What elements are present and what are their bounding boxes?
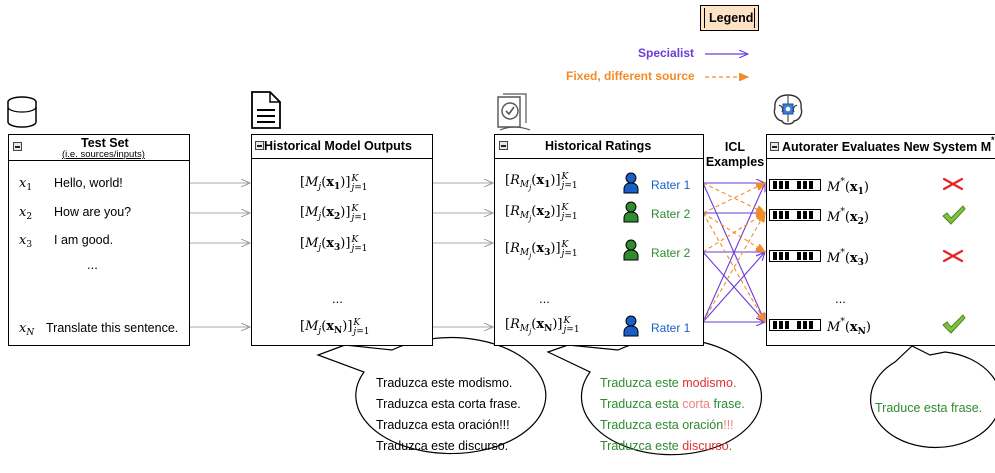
rater-1-person-icon: [623, 315, 639, 337]
cross-icon: [942, 177, 964, 191]
autorater-output-2: M*(x2): [827, 207, 869, 227]
legend-fixed-label: Fixed, different source: [566, 69, 695, 83]
chip-icon: [769, 179, 821, 191]
autorater-output-1: M*(x1): [827, 177, 869, 197]
report-check-icon: [497, 93, 531, 131]
legend-specialist-label: Specialist: [638, 46, 695, 60]
test-set-title: Test Set: [81, 136, 129, 150]
bubble-line: Traduzca este discurso.: [600, 439, 733, 453]
bubble-line: Traduzca este modismo.: [600, 376, 737, 390]
rater-label-3: Rater 2: [651, 246, 691, 260]
autorater-row-1: M*(x1): [769, 176, 889, 197]
outputs-ellipsis: ...: [332, 291, 343, 306]
autorater-row-3: M*(x3): [769, 247, 889, 268]
test-set-ellipsis: ...: [87, 257, 98, 272]
legend-box: Legend: [700, 5, 759, 31]
rater-label-1: Rater 1: [651, 178, 691, 192]
document-icon: [251, 91, 281, 129]
bubble-line: Traduzca esta corta frase.: [376, 397, 521, 411]
test-input-text-1: Hello, world!: [54, 176, 123, 190]
collapse-icon[interactable]: [499, 141, 508, 150]
rater-2-person-icon: [623, 239, 639, 261]
chip-icon: [769, 250, 821, 262]
historical-outputs-title: Historical Model Outputs: [264, 139, 412, 153]
bubble-line: Traduzca este discurso.: [376, 439, 509, 453]
autorater-panel: Autorater Evaluates New System M * M*(x1…: [766, 134, 995, 346]
test-set-panel: Test Set (i.e. sources/inputs) x1 Hello,…: [8, 134, 190, 346]
fixed-source-icl-arrows: [702, 183, 765, 322]
test-input-text-N: Translate this sentence.: [46, 321, 179, 335]
test-set-subtitle: (i.e. sources/inputs): [62, 149, 145, 160]
collapse-icon[interactable]: [770, 142, 779, 151]
rater-label-2: Rater 2: [651, 207, 691, 221]
historical-ratings-title: Historical Ratings: [545, 139, 652, 153]
rater-1-person-icon: [623, 172, 639, 194]
autorater-title-star: *: [991, 135, 995, 145]
collapse-icon[interactable]: [255, 141, 264, 150]
autorater-speech-bubble: [870, 345, 995, 449]
autorater-ellipsis: ...: [835, 291, 846, 306]
test-input-var-1: x1: [19, 176, 33, 193]
bubble-line: Traduzca esta oración!!!: [376, 418, 510, 432]
test-input-text-2: How are you?: [54, 205, 132, 219]
icl-examples-label: ICL Examples: [705, 140, 765, 169]
bubble-line: Traduzca esta oración!!!: [600, 418, 734, 432]
collapse-icon[interactable]: [13, 142, 22, 151]
outputs-to-ratings-arrows: [433, 183, 493, 327]
bubble-line: Traduzca esta corta frase.: [600, 397, 745, 411]
chip-icon: [769, 209, 821, 221]
outputs-speech-bubble: [316, 336, 547, 455]
ratings-bubble-text: Traduzca este modismo. Traduzca esta cor…: [600, 373, 745, 457]
database-icon: [7, 96, 37, 128]
autorater-row-N: M*(xN): [769, 316, 889, 337]
cross-icon: [942, 249, 964, 263]
testset-to-outputs-arrows: [190, 183, 250, 327]
autorater-bubble-text: Traduce esta frase.: [875, 401, 983, 415]
outputs-bubble-text: Traduzca este modismo. Traduzca esta cor…: [376, 373, 521, 457]
autorater-output-N: M*(xN): [827, 317, 871, 337]
legend-title: Legend: [709, 11, 754, 25]
test-input-var-3: x3: [19, 233, 33, 250]
rater-2-person-icon: [623, 201, 639, 223]
autorater-output-3: M*(x3): [827, 248, 869, 268]
test-input-var-N: xN: [19, 321, 35, 338]
autorater-title: Autorater Evaluates New System M: [782, 140, 992, 154]
check-icon: [942, 314, 966, 334]
ai-brain-chip-icon: [773, 94, 803, 125]
bubble-line: Traduzca este modismo.: [376, 376, 513, 390]
specialist-icl-arrows: [702, 183, 765, 322]
autorater-row-2: M*(x2): [769, 206, 889, 227]
ratings-ellipsis: ...: [539, 291, 550, 306]
test-input-text-3: I am good.: [54, 233, 114, 247]
check-icon: [942, 205, 966, 225]
rater-label-N: Rater 1: [651, 321, 691, 335]
test-input-var-2: x2: [19, 205, 33, 222]
chip-icon: [769, 319, 821, 331]
